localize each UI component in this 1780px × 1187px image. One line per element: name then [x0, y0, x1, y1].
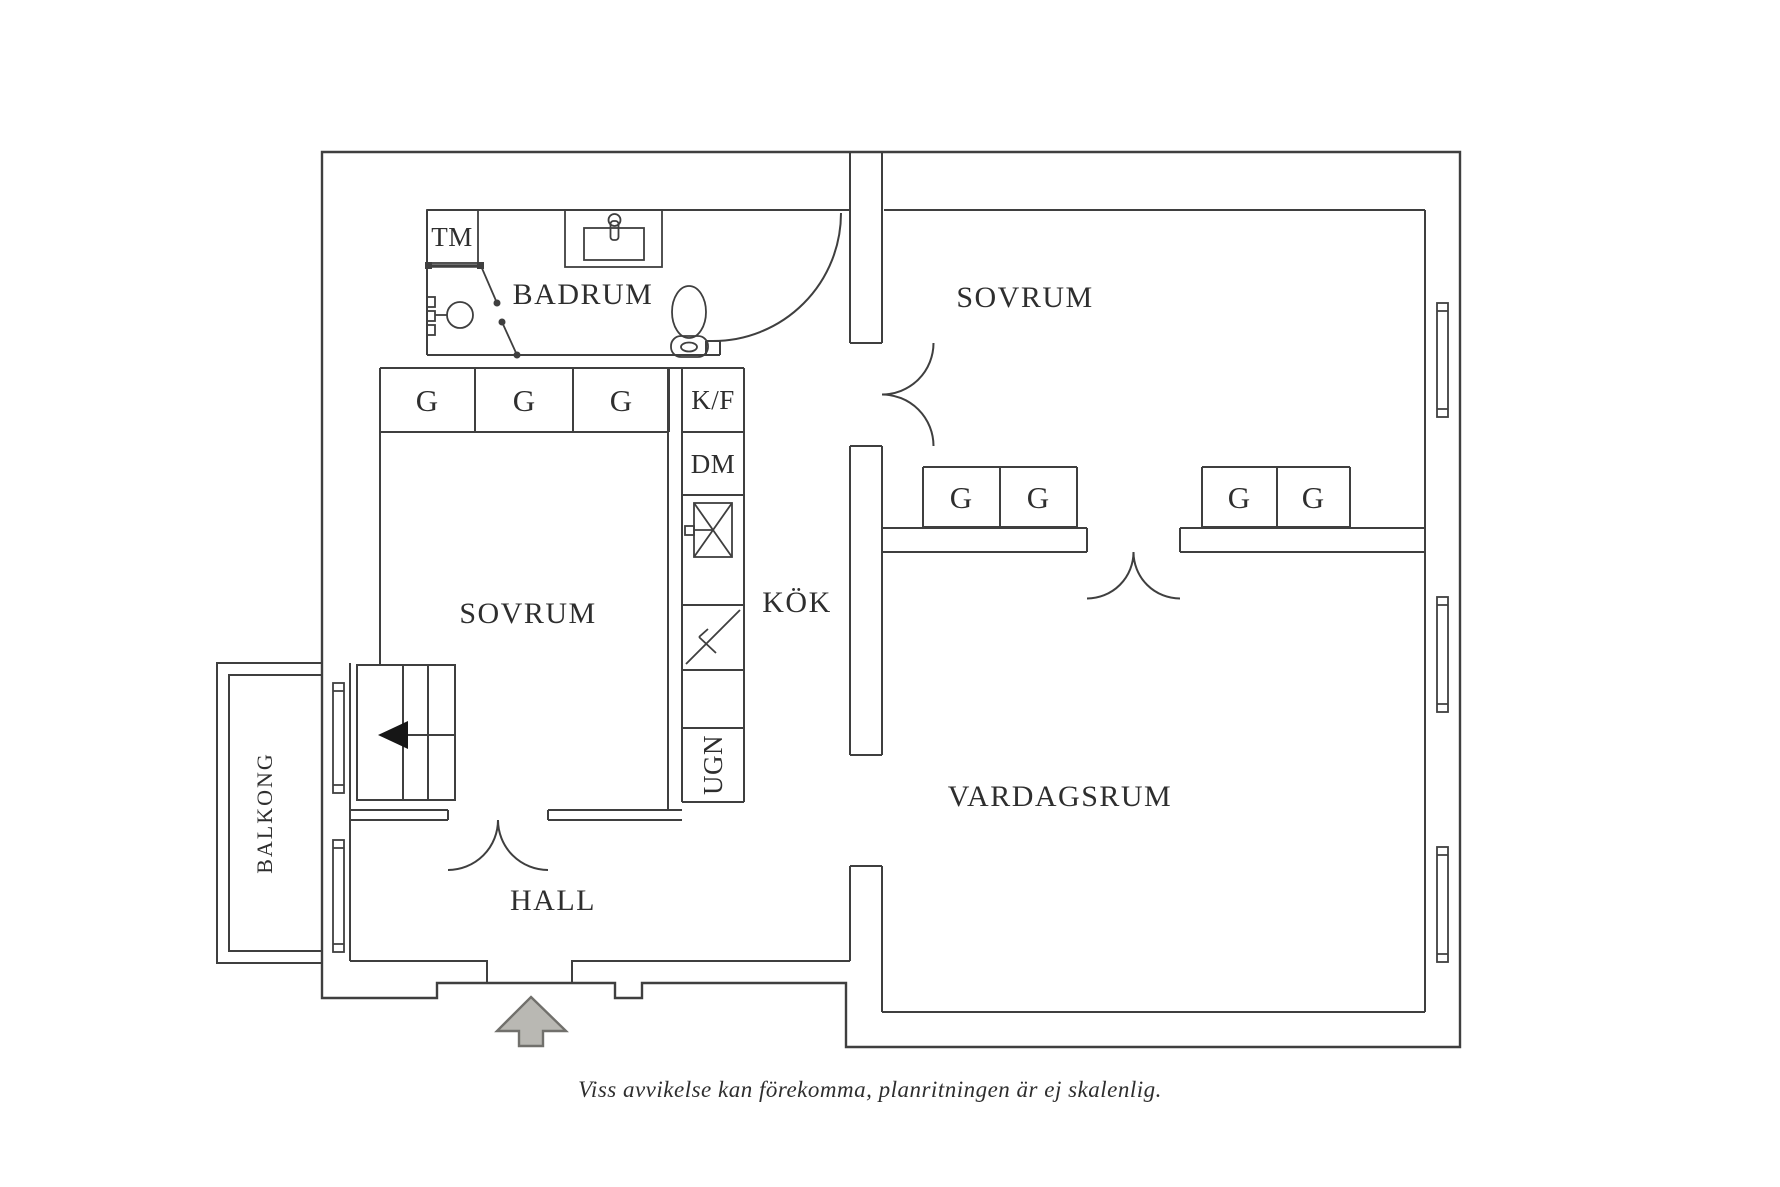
kitchen-cabinet-column [681, 368, 745, 803]
staircase [356, 664, 456, 801]
stove-icon [685, 609, 741, 665]
closet-label: G [1228, 480, 1250, 515]
room-label-hall: HALL [510, 884, 596, 917]
outer-wall [320, 150, 1462, 1049]
entrance-arrow-icon [494, 995, 569, 1048]
washing-machine-label: TM [431, 222, 473, 252]
hall-top-wall [350, 809, 682, 821]
balcony: BALKONG [216, 662, 322, 964]
balcony-outline [216, 662, 322, 964]
sovrum-top-door-arcs-icon [881, 342, 935, 447]
closet-label: G [1027, 480, 1049, 515]
balcony-door-window-icon [332, 682, 345, 794]
badrum-door-arc-icon [712, 212, 842, 342]
shower-icon [425, 262, 521, 359]
interior-walls [349, 152, 1426, 1013]
sovrum-top-south-wall [882, 527, 1425, 553]
closet-labels: G G G G G G G [416, 383, 1324, 515]
room-label-kok: KÖK [762, 586, 832, 619]
vardagsrum-door-arcs-icon [1086, 551, 1181, 600]
room-label-sovrum-top: SOVRUM [956, 281, 1093, 314]
washing-machine-box [426, 209, 479, 264]
room-label-sovrum-left: SOVRUM [459, 597, 596, 630]
closet-label: G [610, 383, 632, 418]
room-labels: SOVRUM SOVRUM VARDAGSRUM HALL [459, 281, 1173, 917]
stair-direction-arrow-icon [378, 721, 408, 749]
balcony-label: BALKONG [252, 752, 277, 874]
hall-floor-line [350, 960, 850, 983]
bathroom-fixtures: TM BADRUM [425, 209, 709, 359]
dishwasher-label: DM [691, 449, 736, 479]
closet-label: G [1302, 480, 1324, 515]
closet-pairs-top-right [922, 466, 1351, 528]
badrum-walls [380, 210, 744, 369]
windows [332, 302, 1449, 963]
central-wall [849, 152, 883, 1012]
kitchen-sink-icon [684, 502, 733, 558]
vardagsrum-window-upper-icon [1436, 596, 1449, 713]
disclaimer-text: Viss avvikelse kan förekomma, planritnin… [578, 1077, 1162, 1102]
door-swings [447, 342, 1181, 871]
hall-sovrum-door-arcs-icon [447, 819, 549, 871]
bathroom-sink-icon [564, 209, 663, 268]
toilet-icon [670, 285, 709, 358]
kitchen-fixtures: K/F DM UGN KÖK [684, 385, 832, 795]
room-label-vardagsrum: VARDAGSRUM [948, 780, 1173, 813]
closet-label: G [513, 383, 535, 418]
vardagsrum-window-lower-icon [1436, 846, 1449, 963]
apartment-outline [320, 150, 1462, 1049]
fridge-freezer-label: K/F [691, 385, 735, 415]
closet-label: G [950, 480, 972, 515]
oven-label: UGN [698, 735, 728, 795]
hall-window-icon [332, 839, 345, 953]
sovrum-top-window-icon [1436, 302, 1449, 418]
closet-label: G [416, 383, 438, 418]
room-label-badrum: BADRUM [513, 278, 654, 311]
